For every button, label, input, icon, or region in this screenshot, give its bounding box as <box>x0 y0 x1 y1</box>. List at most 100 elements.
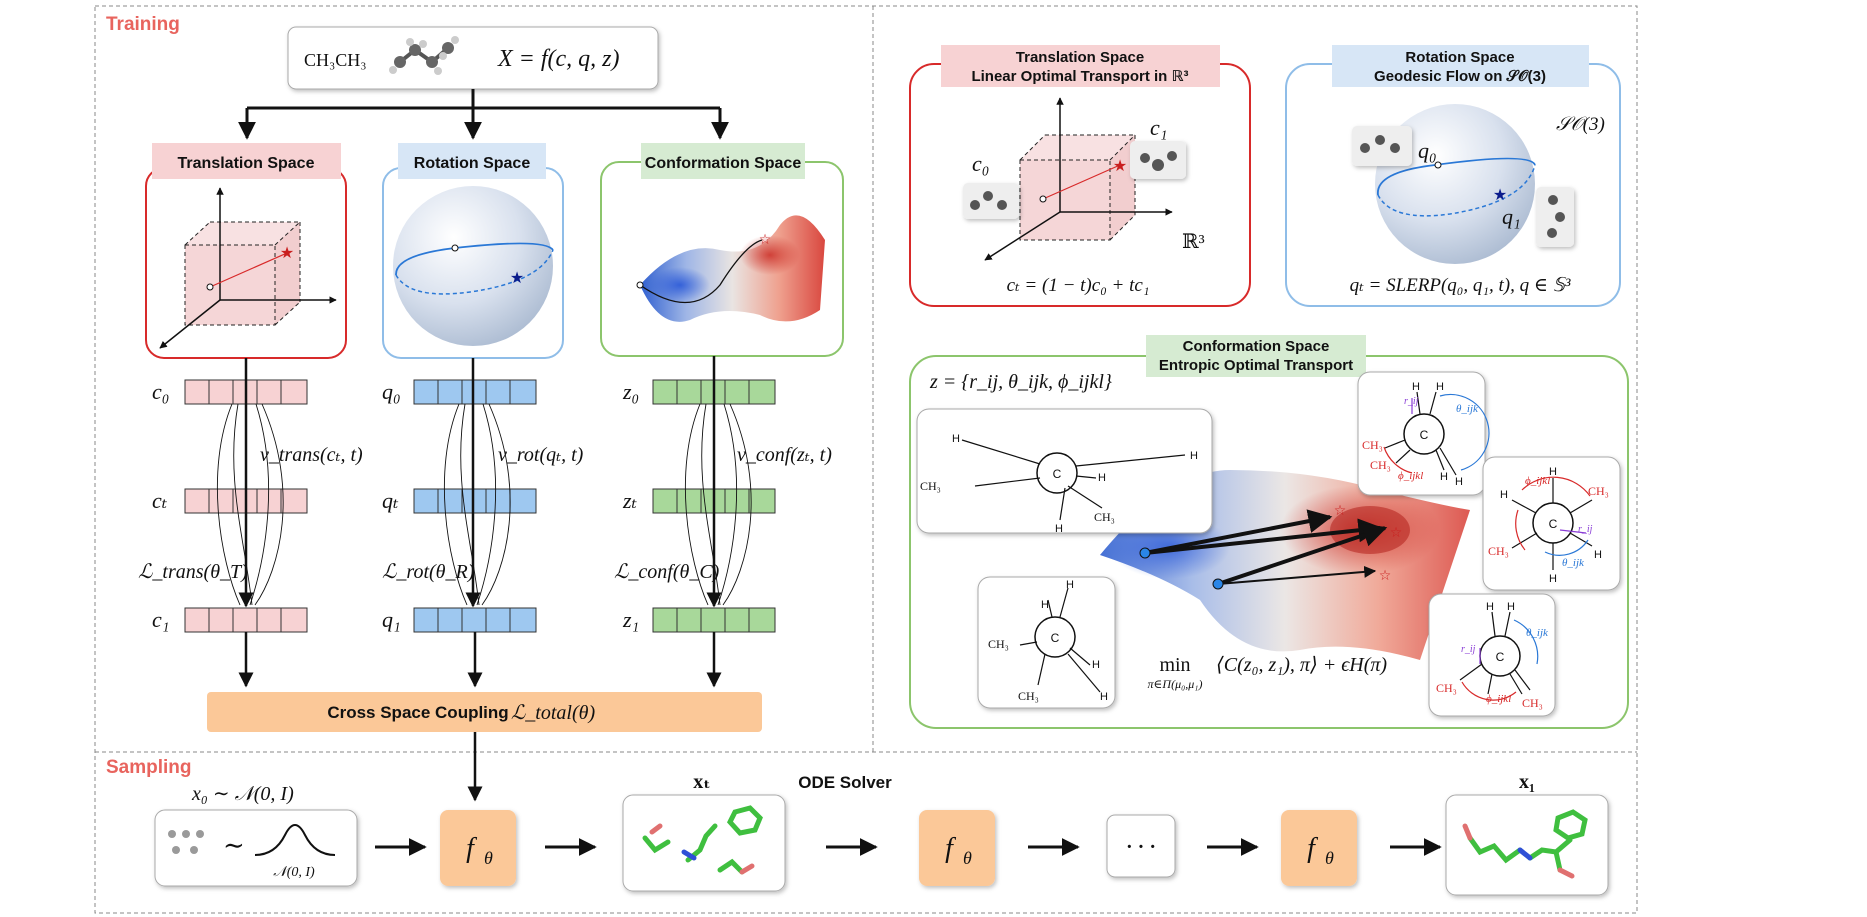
vector-q1 <box>413 607 537 633</box>
newman5-r: r_ij <box>1461 644 1476 655</box>
vector-qt <box>413 488 537 514</box>
newman2-ch3-left: CH₃ <box>988 637 1009 651</box>
loss-labels: ℒ_trans(θ_T) ℒ_rot(θ_R) ℒ_conf(θ_C) <box>138 561 720 583</box>
sampling-x1: x₁ <box>1519 771 1535 793</box>
translation-header <box>152 143 341 179</box>
rotation-detail-q0: q₀ <box>1418 138 1437 163</box>
newman4-h-left: H <box>1500 489 1508 501</box>
label-z0: z₀ <box>622 379 639 404</box>
translation-detail-c1: c₁ <box>1150 115 1167 140</box>
newman3-ch3-1: CH₃ <box>1362 438 1383 452</box>
newman5-h-top2: H <box>1507 601 1515 613</box>
ode-solver-label: ODE Solver <box>798 773 892 792</box>
conformation-detail-title1: Conformation Space <box>1183 338 1330 355</box>
svg-text:☆: ☆ <box>1390 524 1403 540</box>
translation-cube-illustration: ★ <box>159 187 337 349</box>
sampling-xt: xₜ <box>693 771 710 793</box>
vector-q0 <box>413 379 537 405</box>
rotation-title: Rotation Space <box>414 155 531 172</box>
newman1-h-bottom: H <box>1055 523 1063 535</box>
newman3-center: C <box>1420 428 1429 442</box>
newman1-h-left: H <box>952 433 960 445</box>
f-theta-2-f: f <box>945 833 956 864</box>
field-rot: v_rot(qₜ, t) <box>498 444 584 466</box>
field-trans: v_trans(cₜ, t) <box>260 444 363 466</box>
translation-detail-cube: ★ <box>963 97 1186 261</box>
newman-projection-2 <box>977 576 1116 709</box>
newman1-ch3-left: CH₃ <box>920 479 941 493</box>
label-qt: qₜ <box>382 488 399 513</box>
label-q0: q₀ <box>382 379 401 404</box>
newman5-center: C <box>1496 650 1505 664</box>
conformation-header <box>641 143 805 179</box>
final-structure-box <box>1445 794 1609 896</box>
newman5-phi: ϕ_ijkl <box>1486 693 1511 705</box>
conformation-title: Conformation Space <box>645 155 802 172</box>
objective-subscript: π∈Π(μ₀,μ₁) <box>1148 677 1203 691</box>
newman3-h-top2: H <box>1436 381 1444 393</box>
conformation-detail-header <box>1146 335 1366 377</box>
input-formula: CH₃CH₃ <box>304 50 367 70</box>
newman-projection-3 <box>1357 371 1490 496</box>
flow-arrows <box>216 356 752 688</box>
newman3-r: r_ij <box>1404 396 1419 407</box>
svg-text:★: ★ <box>280 245 294 262</box>
label-z1: z₁ <box>622 607 639 632</box>
conformation-zdef: z = {r_ij, θ_ijk, ϕ_ijkl} <box>929 371 1112 393</box>
vector-c1 <box>184 607 308 633</box>
newman5-ch3-left: CH₃ <box>1436 681 1457 695</box>
newman-projection-4 <box>1482 456 1621 591</box>
newman3-ch3-2: CH₃ <box>1370 458 1391 472</box>
newman4-h-top: H <box>1549 466 1557 478</box>
newman2-h-right: H <box>1092 659 1100 671</box>
outer-frame <box>94 5 1638 914</box>
newman4-center: C <box>1549 517 1558 531</box>
input-equation: X = f(c, q, z) <box>497 46 620 72</box>
objective-min: min <box>1159 654 1190 676</box>
conformation-surface-illustration: ☆ <box>636 215 825 322</box>
newman4-ch3-2: CH₃ <box>1488 544 1509 558</box>
rotation-detail-q1: q₁ <box>1502 204 1521 229</box>
conformation-detail-title2: Entropic Optimal Transport <box>1159 357 1353 374</box>
f-theta-1-theta: θ <box>484 848 493 868</box>
newman3-phi: ϕ_ijkl <box>1398 470 1423 482</box>
intermediate-structure-box <box>622 794 786 892</box>
sampling-normal: 𝒩(0, I) <box>273 865 315 880</box>
translation-detail-title2: Linear Optimal Transport in ℝ³ <box>971 68 1188 85</box>
vector-z1 <box>652 607 776 633</box>
ethane-molecule-icon <box>389 36 459 75</box>
f-theta-2-theta: θ <box>963 848 972 868</box>
rotation-detail-title2: Geodesic Flow on 𝒮𝒪(3) <box>1374 68 1546 85</box>
label-q1: q₁ <box>382 607 401 632</box>
newman-projection-1 <box>916 408 1213 534</box>
newman1-h-mid: H <box>1098 472 1106 484</box>
svg-text:★: ★ <box>1493 187 1507 204</box>
newman4-h-right: H <box>1594 549 1602 561</box>
vector-labels: c₀ cₜ c₁ q₀ qₜ q₁ z₀ zₜ z₁ <box>152 379 639 632</box>
newman3-h-bottom2: H <box>1455 476 1463 488</box>
loss-conf: ℒ_conf(θ_C) <box>614 561 720 583</box>
coupling-label: Cross Space Coupling <box>327 703 508 722</box>
label-ct: cₜ <box>152 488 168 513</box>
rotation-detail-title1: Rotation Space <box>1405 49 1514 66</box>
newman5-theta: θ_ijk <box>1526 627 1549 639</box>
f-theta-3-f: f <box>1307 833 1318 864</box>
newman-projection-5 <box>1428 593 1556 717</box>
sampling-tilde: ∼ <box>223 831 245 860</box>
newman5-ch3-right: CH₃ <box>1522 696 1543 710</box>
translation-detail-space: ℝ³ <box>1182 231 1205 253</box>
rotation-vectors <box>413 379 537 633</box>
newman2-center: C <box>1051 631 1060 645</box>
f-theta-box-2 <box>919 810 995 886</box>
newman5-h-top1: H <box>1486 601 1494 613</box>
svg-text:☆: ☆ <box>1334 502 1347 518</box>
newman4-r: r_ij <box>1578 524 1593 535</box>
newman1-center: C <box>1053 467 1062 481</box>
rotation-detail-header <box>1332 45 1589 87</box>
newman2-h-bottomright: H <box>1100 691 1108 703</box>
cross-space-coupling-bar <box>207 692 762 732</box>
translation-detail-header <box>941 45 1220 87</box>
f-theta-1-f: f <box>466 833 477 864</box>
svg-text:☆: ☆ <box>759 231 772 247</box>
